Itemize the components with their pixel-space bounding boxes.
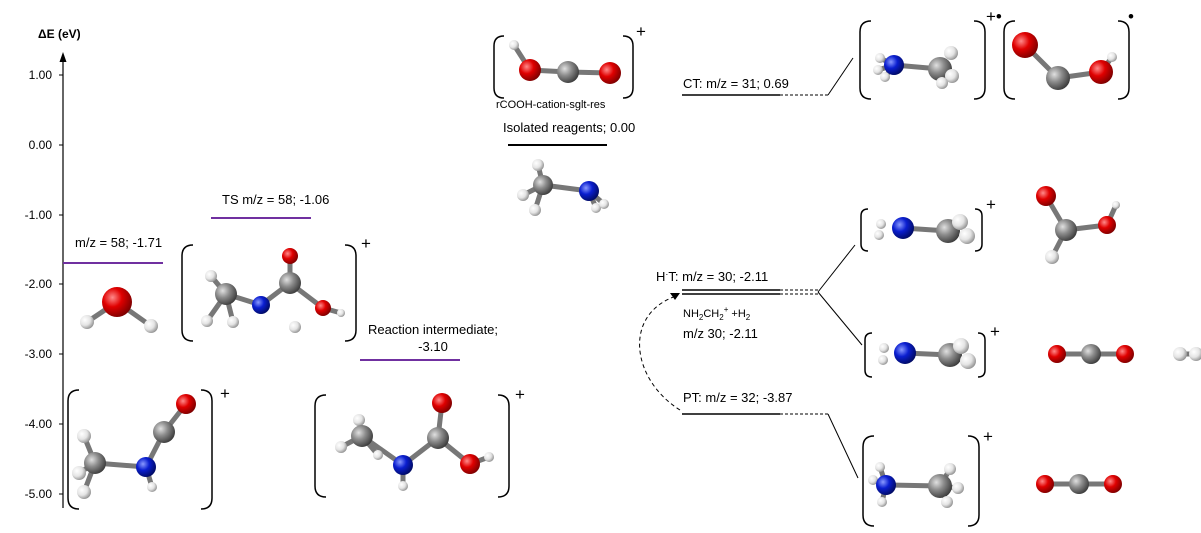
molecule-pt-cation-icon xyxy=(868,462,964,508)
molecule-co2-pt-icon xyxy=(1036,474,1122,494)
label-intermediate-2: -3.10 xyxy=(418,339,448,354)
label-h2-channel: NH2CH2+ +H2 xyxy=(683,305,751,322)
charge-h2: + xyxy=(990,322,1000,341)
brackets xyxy=(67,20,1130,527)
label-intermediate-1: Reaction intermediate; xyxy=(368,322,498,337)
label-pt: PT: m/z = 32; -3.87 xyxy=(683,390,792,405)
label-ts: TS m/z = 58; -1.06 xyxy=(222,192,329,207)
molecule-ct-radical-icon xyxy=(1012,32,1117,90)
label-reagent-caption: rCOOH-cation-sglt-res xyxy=(496,99,606,111)
molecule-water-icon xyxy=(80,287,158,333)
y-axis-title: ΔE (eV) xyxy=(38,27,81,41)
molecule-ts-icon xyxy=(201,248,345,333)
molecule-reagent-cooh-icon xyxy=(509,40,621,84)
molecule-ht-cation-icon xyxy=(874,214,975,244)
label-ht: H·T: m/z = 30; -2.11 xyxy=(656,269,768,284)
y-tick-label: 1.00 xyxy=(29,68,53,82)
charge-ts: + xyxy=(361,234,371,253)
molecule-methylamine-icon xyxy=(517,159,609,216)
molecule-co2-icon xyxy=(1048,344,1134,364)
molecule-h2-cation-icon xyxy=(878,338,976,369)
y-tick-label: -3.00 xyxy=(25,347,53,361)
molecule-h2-icon xyxy=(1173,347,1201,361)
molecule-intermediate-icon xyxy=(335,393,494,491)
charge-intermediate: + xyxy=(515,385,525,404)
charge-pt: + xyxy=(983,427,993,446)
y-tick-label: -4.00 xyxy=(25,417,53,431)
charge-adduct: + xyxy=(220,384,230,403)
y-tick-label: -2.00 xyxy=(25,277,53,291)
charge-ct-radical: • xyxy=(1128,7,1134,26)
charge-reagent: + xyxy=(636,22,646,41)
ht-dot: · xyxy=(665,269,668,279)
y-axis: ΔE (eV) 1.00 0.00 -1.00 -2.00 -3.00 -4.0… xyxy=(25,27,81,508)
product-connectors xyxy=(817,57,863,479)
y-tick-label: 0.00 xyxy=(29,138,53,152)
label-h2-mz: m/z 30; -2.11 xyxy=(683,326,758,341)
label-isolated: Isolated reagents; 0.00 xyxy=(503,120,635,135)
molecule-ht-cooh-icon xyxy=(1036,186,1120,264)
pt-to-ht-arrow xyxy=(639,295,681,411)
charge-ct-cation: +• xyxy=(986,7,1002,26)
arrow-head-icon xyxy=(670,293,680,300)
charge-ht: + xyxy=(986,195,996,214)
y-tick-label: -1.00 xyxy=(25,208,53,222)
label-water-complex: m/z = 58; -1.71 xyxy=(75,235,162,250)
label-ct: CT: m/z = 31; 0.69 xyxy=(683,76,789,91)
dashed-connectors xyxy=(780,94,828,415)
molecule-ct-cation-icon xyxy=(873,46,959,89)
y-tick-label: -5.00 xyxy=(25,487,53,501)
molecule-adduct-icon xyxy=(72,394,196,499)
